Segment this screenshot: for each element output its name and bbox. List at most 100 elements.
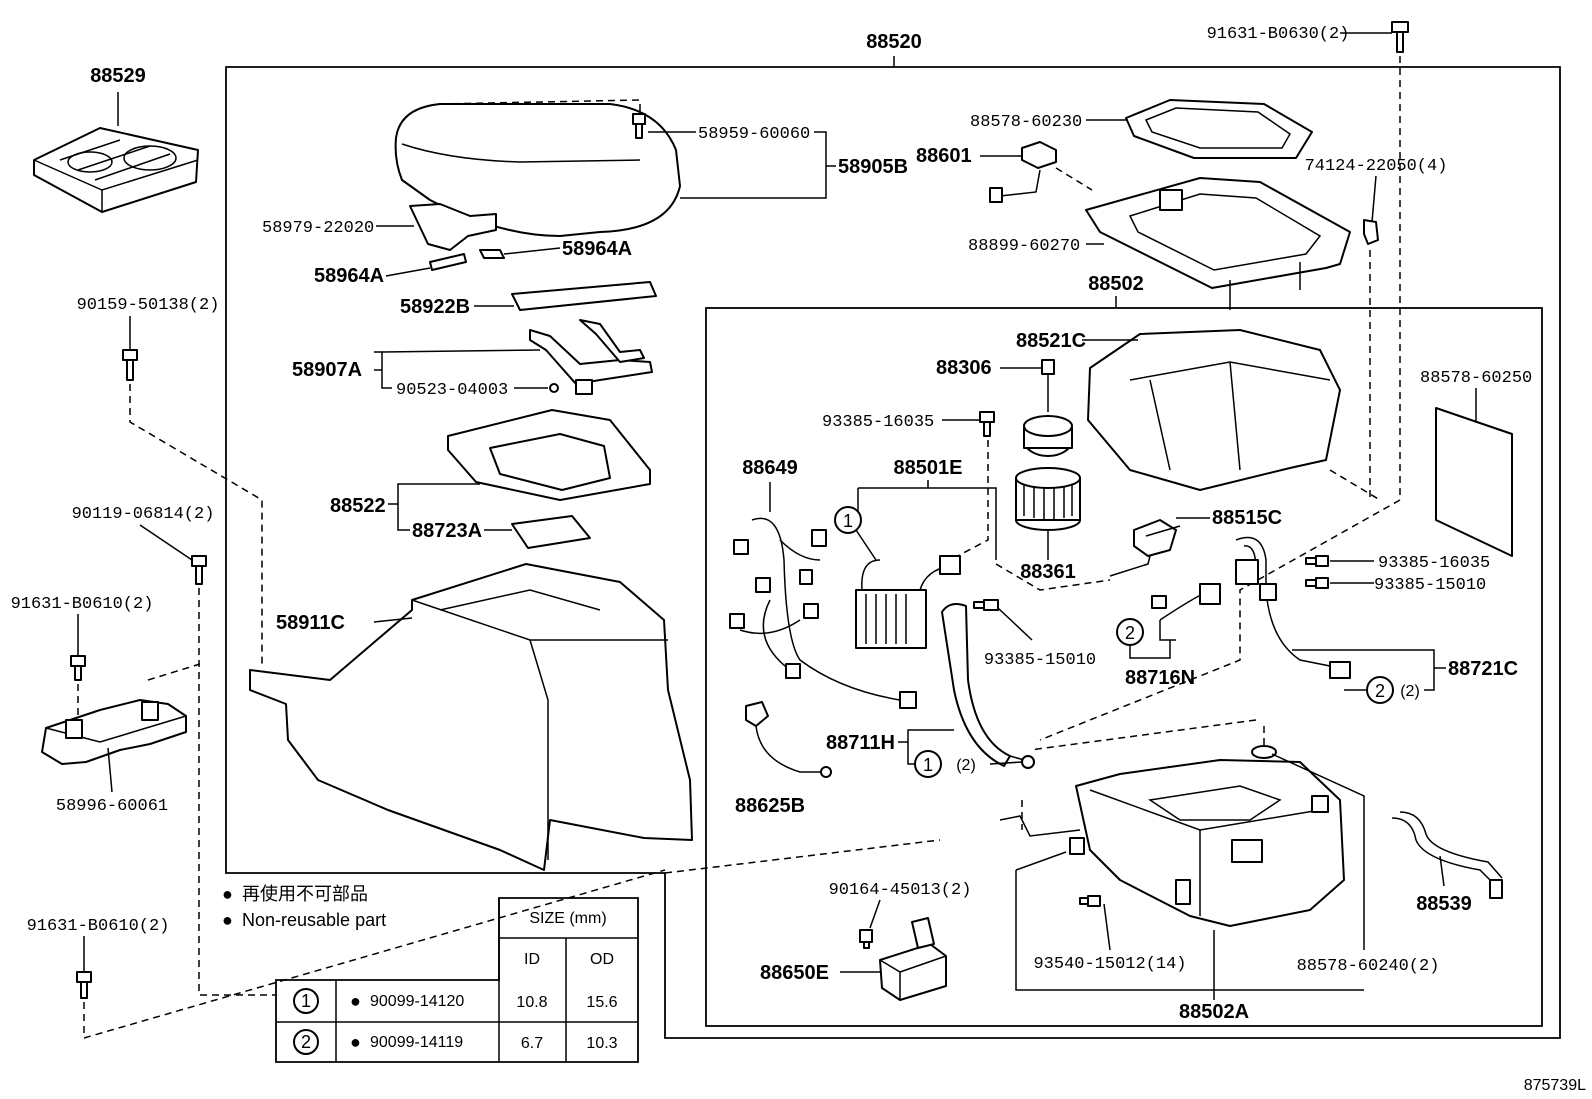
legend-english: Non-reusable part xyxy=(242,910,386,930)
part-label-88899-60270: 88899-60270 xyxy=(968,237,1080,256)
part-label-88578-60230: 88578-60230 xyxy=(970,113,1082,132)
callout-2-icon: 2 xyxy=(1366,676,1394,704)
inner-group-frame xyxy=(705,307,1543,1027)
pin-58964A xyxy=(479,249,505,259)
switch-88601 xyxy=(989,141,1057,203)
fan-motor-88306 xyxy=(1023,359,1073,457)
bolt-icon xyxy=(70,655,86,681)
bolt-icon xyxy=(122,349,138,381)
part-label-58911C: 58911C xyxy=(276,612,345,634)
part-label-58907A: 58907A xyxy=(292,359,362,381)
fan-88361 xyxy=(1015,467,1081,531)
svg-text:1: 1 xyxy=(843,511,853,531)
screw-icon xyxy=(1305,555,1329,567)
legend-bullet: ● xyxy=(350,991,361,1011)
screw-icon xyxy=(979,411,995,437)
part-label-88539: 88539 xyxy=(1416,893,1472,915)
module-88650E xyxy=(879,917,947,1001)
part-label-88306: 88306 xyxy=(936,357,992,379)
part-label-88578-60240: 88578-60240(2) xyxy=(1297,957,1440,976)
cup-tray-88529 xyxy=(33,127,199,213)
legend-japanese: 再使用不可部品 xyxy=(242,884,368,904)
part-label-88650E: 88650E xyxy=(760,962,829,984)
hose-88716N xyxy=(1151,583,1221,641)
assembly-label-88502: 88502 xyxy=(1088,273,1144,295)
tray-88899-60270 xyxy=(1085,177,1351,310)
clip-74124 xyxy=(1363,219,1379,245)
armrest-lid-58905B xyxy=(394,103,681,237)
table-row-id: 10.8 xyxy=(516,994,547,1011)
table-row-id: 6.7 xyxy=(521,1035,543,1052)
pin-58964A xyxy=(429,253,467,271)
part-label-58979: 58979-22020 xyxy=(262,219,374,238)
latch-58907A xyxy=(529,319,653,395)
part-label-88625B: 88625B xyxy=(735,795,805,817)
part-label-93540: 93540-15012(14) xyxy=(1033,955,1186,974)
legend-bullet: ● xyxy=(222,910,233,930)
part-label-90119: 90119-06814(2) xyxy=(72,505,215,524)
screw-icon xyxy=(859,929,873,949)
size-table: SIZE (mm) ID OD 1 ● 90099-14120 10.8 15.… xyxy=(275,897,639,1063)
hose-88721C xyxy=(1235,536,1351,679)
main-assembly-frame xyxy=(225,66,1561,1039)
console-body-58911C xyxy=(249,563,693,871)
callout-1-icon: 1 xyxy=(914,750,942,778)
pad-88723A xyxy=(511,515,591,549)
pad-58922B xyxy=(511,281,657,311)
grommet-icon xyxy=(1251,745,1277,759)
part-label-88721C: 88721C xyxy=(1448,658,1518,680)
duct-88521C xyxy=(1087,329,1341,491)
part-label-88649: 88649 xyxy=(742,457,798,479)
qty-label: (2) xyxy=(1400,683,1420,700)
table-row-part: 90099-14120 xyxy=(370,993,464,1010)
table-header-size: SIZE (mm) xyxy=(529,910,606,927)
part-label-93385-16035-b: 93385-16035 xyxy=(1378,554,1490,573)
screw-icon xyxy=(1079,895,1101,907)
housing-88502A xyxy=(999,759,1345,927)
part-label-88521C: 88521C xyxy=(1016,330,1086,352)
bracket-58996 xyxy=(41,699,187,765)
part-label-58964A-right: 58964A xyxy=(562,238,632,260)
screw-icon xyxy=(632,113,646,139)
blower-unit-88501E xyxy=(855,555,961,649)
frame-88522 xyxy=(447,409,651,501)
callout-2-icon: 2 xyxy=(1116,618,1144,646)
table-header-id: ID xyxy=(524,951,540,968)
part-label-88515C: 88515C xyxy=(1212,507,1282,529)
legend-bullet: ● xyxy=(222,884,233,904)
part-label-90159: 90159-50138(2) xyxy=(77,296,220,315)
assembly-label-88520: 88520 xyxy=(866,31,922,53)
drain-hose-88539 xyxy=(1391,811,1503,899)
duct-hose-88711H xyxy=(941,603,1035,769)
part-label-90523: 90523-04003 xyxy=(396,381,508,400)
gasket-88578-60230 xyxy=(1125,99,1313,159)
bolt-icon xyxy=(191,555,207,585)
part-label-88529: 88529 xyxy=(90,65,146,87)
svg-text:2: 2 xyxy=(1125,623,1135,643)
part-label-93385-15010-a: 93385-15010 xyxy=(984,651,1096,670)
table-row-od: 15.6 xyxy=(586,994,617,1011)
part-label-88502A: 88502A xyxy=(1179,1001,1249,1023)
sensor-wire-88625B xyxy=(745,701,832,778)
screw-icon xyxy=(973,599,999,611)
part-label-58964A-left: 58964A xyxy=(314,265,384,287)
table-row-part: 90099-14119 xyxy=(370,1034,463,1051)
part-label-91631-b: 91631-B0610(2) xyxy=(27,917,170,936)
part-label-88716N: 88716N xyxy=(1125,667,1195,689)
screw-icon xyxy=(1305,577,1329,589)
bolt-icon xyxy=(76,971,92,999)
part-label-58959: 58959-60060 xyxy=(698,125,810,144)
part-label-91631-a: 91631-B0610(2) xyxy=(11,595,154,614)
legend-bullet: ● xyxy=(350,1032,361,1052)
part-label-88522: 88522 xyxy=(330,495,386,517)
part-label-88578-60250: 88578-60250 xyxy=(1420,369,1532,388)
part-label-88723A: 88723A xyxy=(412,520,482,542)
part-label-88501E: 88501E xyxy=(894,457,963,479)
part-label-93385-16035-a: 93385-16035 xyxy=(822,413,934,432)
bolt-icon xyxy=(1391,21,1409,53)
part-label-90164: 90164-45013(2) xyxy=(829,881,972,900)
callout-1-icon: 1 xyxy=(834,506,862,534)
table-header-od: OD xyxy=(590,951,614,968)
table-row-od: 10.3 xyxy=(586,1035,617,1052)
